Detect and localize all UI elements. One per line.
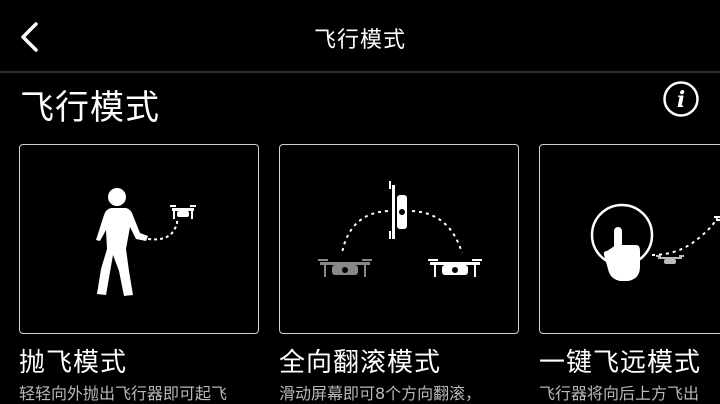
tap-hand-drone-icon	[590, 203, 720, 281]
mode-card-far[interactable]	[539, 144, 720, 334]
mode-desc-far: 飞行器将向后上方飞出	[539, 384, 700, 403]
top-bar: 飞行模式	[0, 0, 720, 72]
mode-card-throw[interactable]	[19, 144, 259, 334]
throw-person-drone-icon	[96, 188, 196, 296]
page-title: 飞行模式	[313, 28, 406, 53]
flip-drone-icon	[318, 181, 482, 277]
mode-title-throw: 抛飞模式	[19, 348, 128, 378]
chevron-left-icon	[21, 22, 38, 52]
mode-desc-flip: 滑动屏幕即可8个方向翻滚，	[279, 384, 482, 403]
info-icon: i	[663, 81, 699, 117]
mode-title-far: 一键飞远模式	[539, 348, 702, 378]
mode-desc-throw: 轻轻向外抛出飞行器即可起飞	[19, 384, 228, 403]
svg-text:i: i	[677, 87, 685, 113]
section-title: 飞行模式	[20, 88, 160, 128]
header-divider	[0, 71, 720, 73]
info-button[interactable]: i	[662, 80, 700, 118]
back-button[interactable]	[14, 18, 48, 56]
mode-title-flip: 全向翻滚模式	[279, 348, 442, 378]
mode-card-flip[interactable]	[279, 144, 519, 334]
